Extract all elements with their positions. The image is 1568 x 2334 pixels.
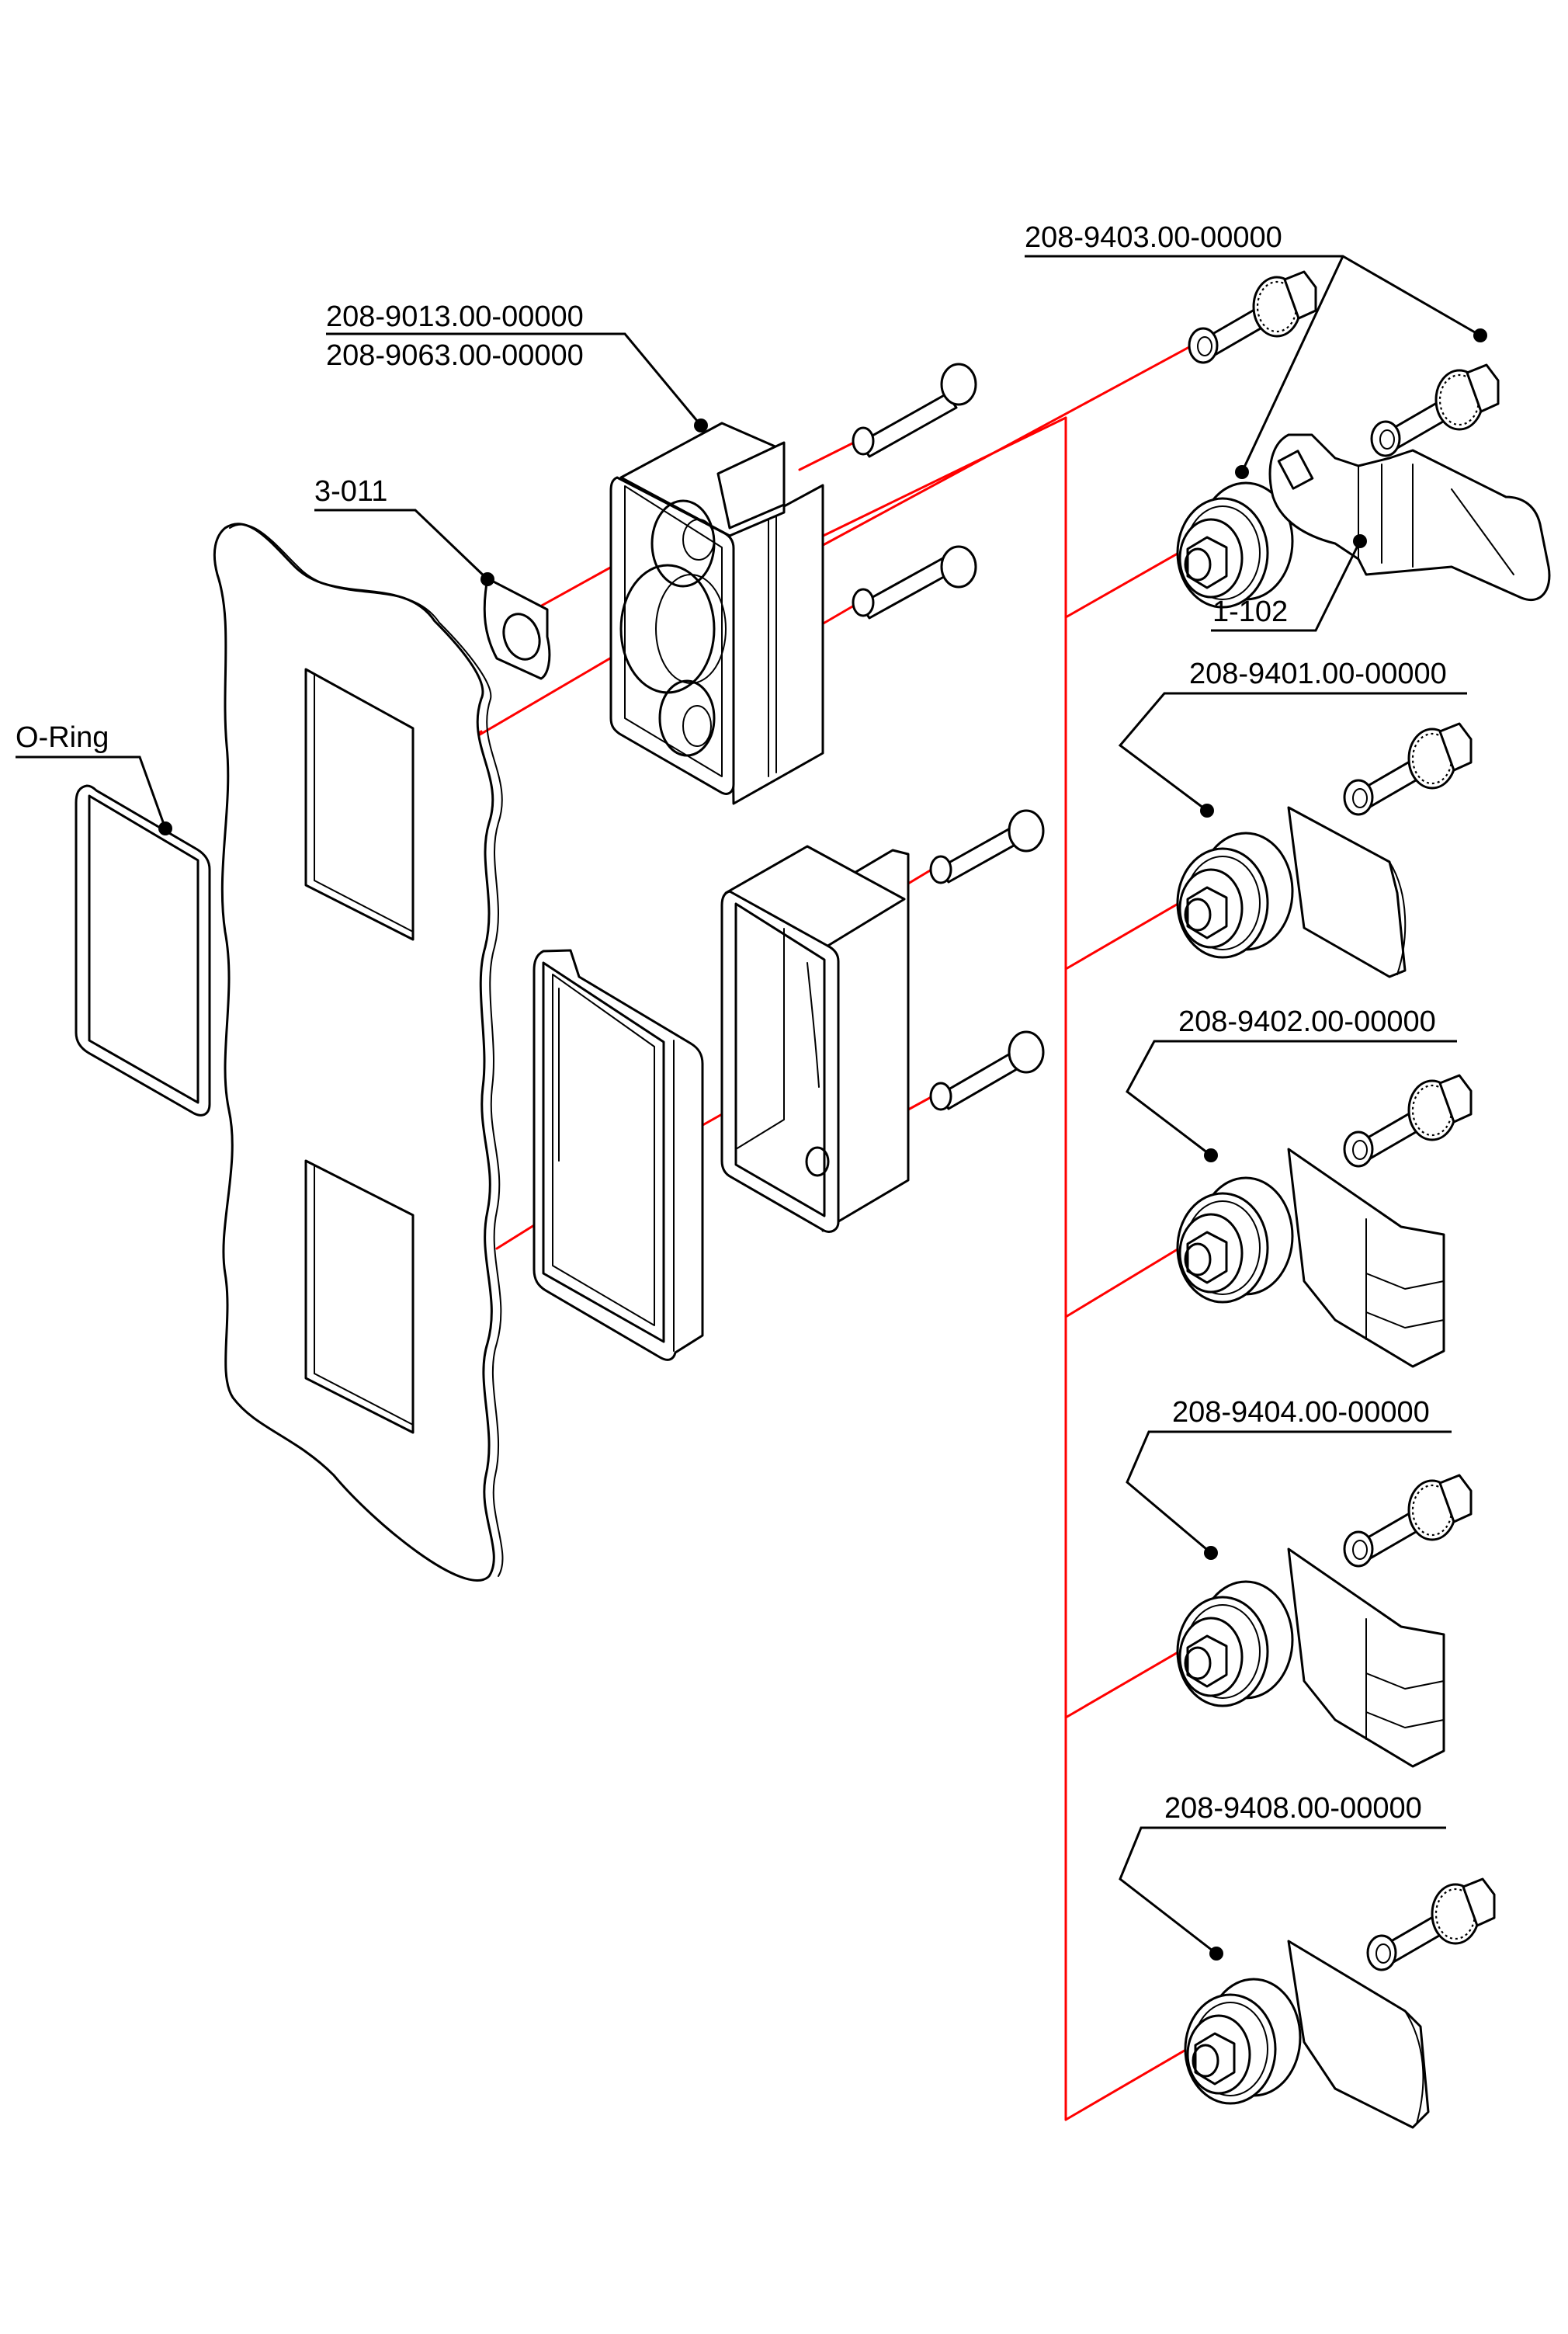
cam-lock-9402 — [1176, 1074, 1473, 1368]
part-labels: 208-9403.00-00000 208-9013.00-00000 208-… — [16, 221, 1447, 1825]
label-housing-9013: 208-9013.00-00000 — [326, 300, 584, 333]
rear-cup — [720, 845, 910, 1233]
label-housing-9063: 208-9063.00-00000 — [326, 339, 584, 372]
mounting-panel — [213, 523, 504, 1582]
cam-lock-9404 — [1176, 1474, 1473, 1768]
bezel-frame — [532, 949, 704, 1361]
label-cam-9404: 208-9404.00-00000 — [1172, 1396, 1430, 1429]
label-cam-9401: 208-9401.00-00000 — [1189, 658, 1447, 690]
screws — [852, 363, 1045, 1111]
panel-cutout-lower — [304, 1159, 415, 1434]
label-retainer-3-011: 3-011 — [314, 475, 387, 508]
cam-lock-9401 — [1176, 722, 1473, 978]
axis-screw-top — [798, 441, 855, 471]
screw — [929, 809, 1045, 884]
housing — [609, 422, 824, 805]
cam-arm-1-102 — [1268, 433, 1551, 602]
screw — [852, 363, 977, 458]
axis-main-lower — [806, 416, 1067, 545]
leader-lines — [16, 255, 1487, 1961]
screw — [852, 545, 977, 620]
housing-top-tab — [716, 441, 786, 530]
label-cam-9403: 208-9403.00-00000 — [1025, 221, 1282, 254]
retainer-clip-3-011 — [483, 577, 551, 680]
label-cam-9408: 208-9408.00-00000 — [1164, 1792, 1422, 1825]
label-o-ring: O-Ring — [16, 721, 109, 754]
label-cam-9402: 208-9402.00-00000 — [1178, 1005, 1436, 1038]
label-cam-arm-1-102: 1-102 — [1212, 596, 1288, 628]
panel-cutout-upper — [304, 668, 415, 941]
screw — [929, 1030, 1045, 1111]
axis-branch-9408 — [1064, 2036, 1209, 2121]
o-ring — [75, 784, 211, 1117]
cam-lock-9408 — [1184, 1877, 1496, 2129]
